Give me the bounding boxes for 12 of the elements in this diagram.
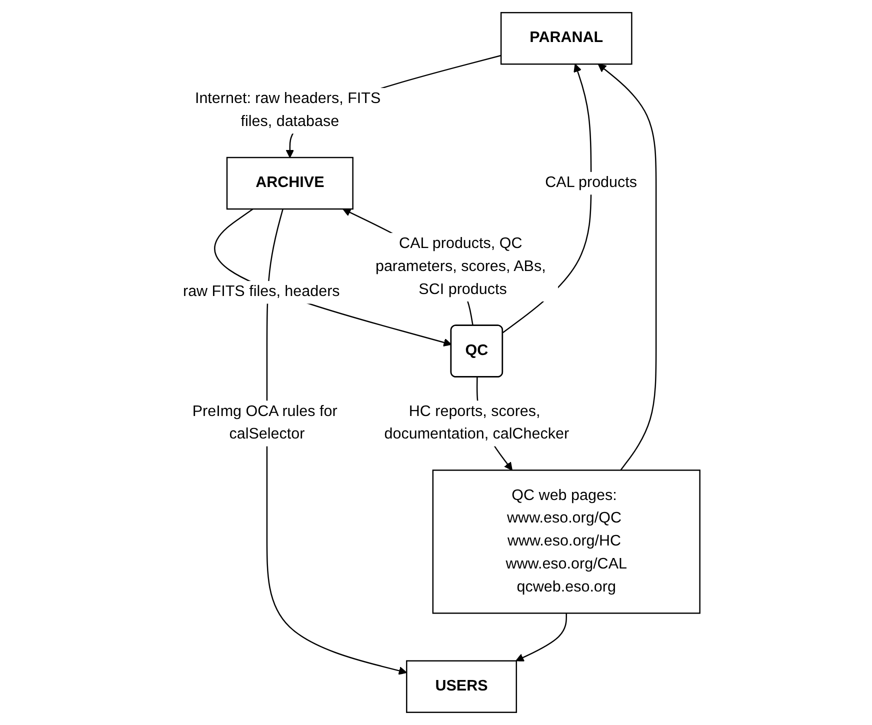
edge-label: CAL products [545,174,638,191]
node-box: ARCHIVE [226,156,354,210]
node-box: PARANAL [500,12,633,65]
node-box: USERS [406,660,518,713]
edge-label: CAL products, QC parameters, scores, ABs, SCI products [376,236,546,298]
node-box: QC web pages: www.eso.org/QC www.eso.org/HC www.eso.org/CAL qcweb.eso.org [432,470,701,614]
edge-label: HC reports, scores, documentation, calChecker [384,403,570,443]
edge-label: raw FITS files, headers [183,284,340,300]
edge-label: Internet: raw headers, FITS files, database [195,90,381,130]
arrow [598,64,657,471]
edge-label: PreImg OCA rules for calSelector [192,403,338,443]
arrow [516,613,568,662]
